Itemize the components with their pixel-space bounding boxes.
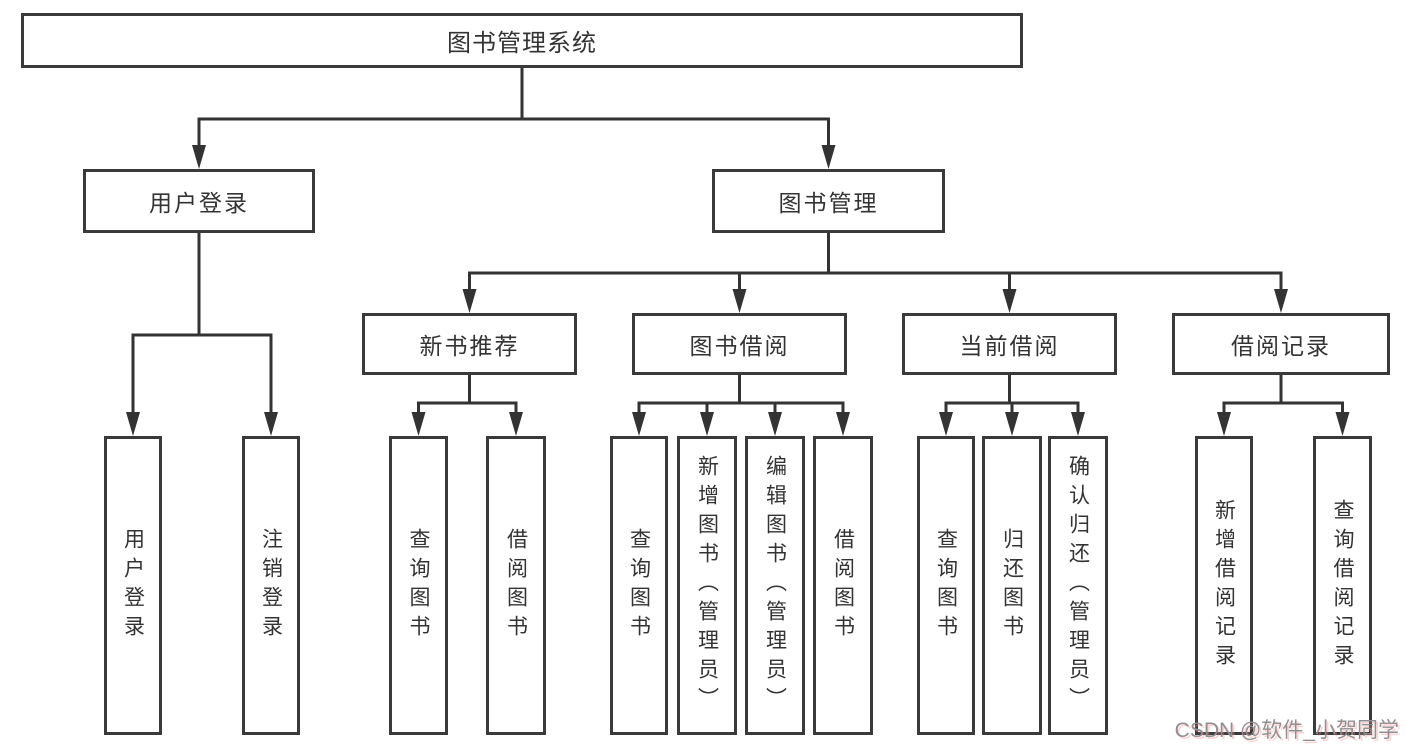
leaf-return-books: 归还图书: [982, 436, 1042, 735]
leaf-add-borrow-record: 新增借阅记录: [1195, 436, 1253, 735]
leaf-edit-book-admin: 编辑图书（管理员）: [745, 436, 805, 735]
leaf-query-books-borrowing: 查询图书: [610, 436, 668, 735]
leaf-confirm-return-admin: 确认归还（管理员）: [1048, 436, 1108, 735]
leaf-query-books-current: 查询图书: [917, 436, 975, 735]
node-book-borrowing: 图书借阅: [632, 313, 847, 375]
csdn-watermark: CSDN @软件_小贺同学: [1174, 719, 1399, 742]
node-new-book-recommend: 新书推荐: [362, 313, 577, 375]
leaf-query-borrow-record: 查询借阅记录: [1313, 436, 1372, 735]
leaf-user-login: 用户登录: [104, 436, 162, 735]
leaf-logout: 注销登录: [242, 436, 300, 735]
node-current-borrowing: 当前借阅: [902, 313, 1117, 375]
leaf-borrow-books-borrowing: 借阅图书: [813, 436, 873, 735]
node-root: 图书管理系统: [21, 13, 1023, 68]
node-user-login: 用户登录: [83, 169, 315, 233]
node-borrowing-records: 借阅记录: [1172, 313, 1390, 375]
node-book-management: 图书管理: [712, 169, 945, 233]
leaf-add-book-admin: 新增图书（管理员）: [677, 436, 737, 735]
leaf-borrow-books-recommend: 借阅图书: [486, 436, 546, 735]
leaf-query-books-recommend: 查询图书: [389, 436, 448, 735]
